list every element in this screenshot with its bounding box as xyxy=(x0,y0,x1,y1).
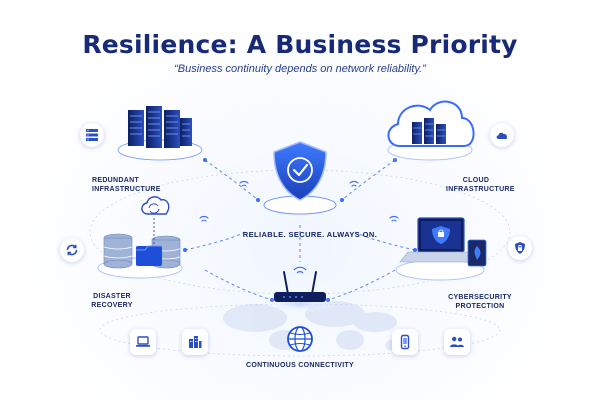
platform-center xyxy=(256,195,344,219)
label-line: Cloud xyxy=(462,177,490,184)
server-icon xyxy=(80,123,104,147)
server-rack-illustration xyxy=(128,106,192,148)
phone-icon xyxy=(392,329,418,355)
shield-check-illustration xyxy=(273,141,327,201)
label-cybersecurity-protection: Cybersecurity Protection xyxy=(440,293,520,311)
laptop-icon xyxy=(130,329,156,355)
laptop-illustration xyxy=(399,217,487,267)
label-redundant-infrastructure: Redundant Infrastructure xyxy=(92,176,161,194)
cloud-icon xyxy=(490,123,514,147)
globe-illustration xyxy=(287,326,313,352)
people-icon xyxy=(444,329,470,355)
buildings-icon xyxy=(182,329,208,355)
label-line: Cybersecurity xyxy=(448,294,512,301)
router-illustration xyxy=(264,266,336,313)
wifi-icon xyxy=(199,180,399,222)
label-line: Disaster xyxy=(93,293,131,300)
center-tagline: RELIABLE. SECURE. ALWAYS ON. xyxy=(242,230,378,239)
sync-icon xyxy=(60,238,84,262)
label-line: Infrastructure xyxy=(92,186,161,193)
label-line: Redundant xyxy=(92,177,140,184)
cloud-illustration xyxy=(387,100,475,147)
label-continuous-connectivity: Continuous Connectivity xyxy=(245,362,354,369)
label-cloud-infrastructure: Cloud Infrastructure xyxy=(446,176,515,194)
subtitle-quote: “Business continuity depends on network … xyxy=(174,63,426,75)
platform-cyber xyxy=(390,259,490,285)
label-line: Recovery xyxy=(91,302,133,309)
label-line: Infrastructure xyxy=(446,186,515,193)
page-title: Resilience: A Business Priority xyxy=(82,30,518,59)
label-disaster-recovery: Disaster Recovery xyxy=(82,292,142,310)
lock-icon xyxy=(508,236,532,260)
database-illustration xyxy=(103,196,181,269)
label-line: Protection xyxy=(455,303,505,310)
